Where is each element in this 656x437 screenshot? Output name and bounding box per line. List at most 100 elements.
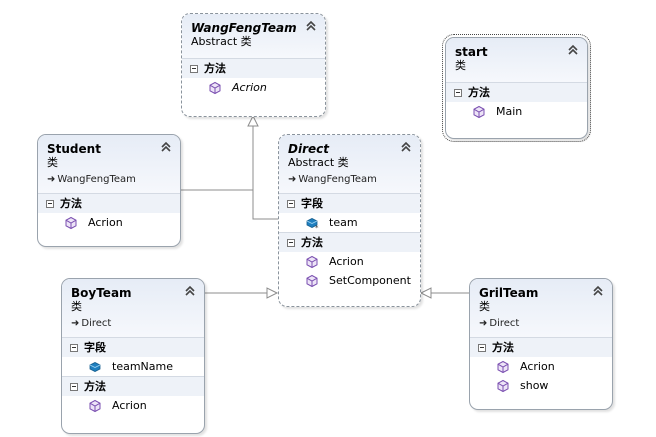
section-title: 方法 xyxy=(84,380,106,393)
base-class-name: Direct xyxy=(489,318,520,329)
class-box-grilteam[interactable]: GrilTeam 类 ➜Direct 方法 Acrion show xyxy=(469,278,613,410)
double-chevron-up-icon[interactable] xyxy=(592,285,604,297)
base-class-name: Direct xyxy=(81,318,112,329)
method-cube-icon xyxy=(89,399,101,412)
class-kind: Abstract 类 xyxy=(191,35,252,48)
double-chevron-up-icon[interactable] xyxy=(567,44,579,56)
class-box-direct[interactable]: Direct Abstract 类 ➜WangFengTeam 字段 * tea… xyxy=(278,134,421,307)
inherits-arrow-icon: ➜ xyxy=(47,174,56,185)
svg-text:*: * xyxy=(315,224,319,230)
class-header: WangFengTeam Abstract 类 xyxy=(182,14,325,58)
field-item[interactable]: * team xyxy=(279,213,420,232)
base-class-name: WangFengTeam xyxy=(57,174,136,185)
class-box-student[interactable]: Student 类 ➜WangFengTeam 方法 Acrion xyxy=(37,134,181,247)
class-name: start xyxy=(455,45,488,59)
double-chevron-up-icon[interactable] xyxy=(305,20,317,32)
collapse-toggle-icon[interactable] xyxy=(70,382,78,391)
class-kind: 类 xyxy=(71,300,82,313)
double-chevron-up-icon[interactable] xyxy=(184,285,196,297)
section-title: 方法 xyxy=(468,86,490,99)
base-class: ➜WangFengTeam xyxy=(47,173,180,187)
method-name: Acrion xyxy=(112,399,147,412)
section-methods[interactable]: 方法 xyxy=(182,58,325,78)
method-cube-icon xyxy=(306,255,318,268)
section-fields[interactable]: 字段 xyxy=(62,337,204,357)
method-cube-icon xyxy=(497,379,509,392)
field-item[interactable]: teamName xyxy=(62,357,204,376)
method-cube-icon xyxy=(473,105,485,118)
section-methods[interactable]: 方法 xyxy=(470,337,612,357)
class-header: Direct Abstract 类 ➜WangFengTeam xyxy=(279,135,420,193)
section-title: 字段 xyxy=(84,341,106,354)
field-name: teamName xyxy=(112,360,173,373)
inheritance-arrowhead xyxy=(247,114,259,127)
method-item[interactable]: show xyxy=(470,376,612,395)
collapse-toggle-icon[interactable] xyxy=(454,88,462,97)
section-fields[interactable]: 字段 xyxy=(279,193,420,213)
section-methods[interactable]: 方法 xyxy=(38,193,180,213)
class-box-wangfengteam[interactable]: WangFengTeam Abstract 类 方法 Acrion xyxy=(181,13,326,117)
method-cube-icon xyxy=(65,216,77,229)
connector-student-to-wangfengteam xyxy=(181,126,254,191)
class-box-start[interactable]: start 类 方法 Main xyxy=(442,34,591,142)
class-name: Student xyxy=(47,142,101,156)
collapse-toggle-icon[interactable] xyxy=(46,199,54,208)
method-name: Main xyxy=(496,105,523,118)
method-name: Acrion xyxy=(232,81,267,94)
section-methods[interactable]: 方法 xyxy=(446,82,587,102)
inherits-arrow-icon: ➜ xyxy=(479,318,488,329)
collapse-toggle-icon[interactable] xyxy=(190,64,198,73)
class-name: GrilTeam xyxy=(479,286,539,300)
method-item[interactable]: SetComponent xyxy=(279,271,420,290)
collapse-toggle-icon[interactable] xyxy=(478,343,486,352)
method-name: SetComponent xyxy=(329,274,411,287)
collapse-toggle-icon[interactable] xyxy=(287,238,295,247)
method-item[interactable]: Acrion xyxy=(182,78,325,97)
section-title: 方法 xyxy=(492,341,514,354)
section-title: 方法 xyxy=(301,236,323,249)
class-name: WangFengTeam xyxy=(191,21,297,35)
section-methods[interactable]: 方法 xyxy=(62,376,204,396)
field-name: team xyxy=(329,216,358,229)
class-kind: 类 xyxy=(47,156,58,169)
section-title: 字段 xyxy=(301,197,323,210)
section-title: 方法 xyxy=(60,197,82,210)
double-chevron-up-icon[interactable] xyxy=(160,141,172,153)
base-class-name: WangFengTeam xyxy=(298,174,377,185)
field-icon: * xyxy=(306,217,319,230)
method-cube-icon xyxy=(306,274,318,287)
method-item[interactable]: Acrion xyxy=(38,213,180,232)
section-methods[interactable]: 方法 xyxy=(279,232,420,252)
method-name: Acrion xyxy=(520,360,555,373)
class-kind: Abstract 类 xyxy=(288,156,349,169)
class-box-boyteam[interactable]: BoyTeam 类 ➜Direct 字段 teamName 方法 Acrion xyxy=(61,278,205,434)
class-name: BoyTeam xyxy=(71,286,132,300)
collapse-toggle-icon[interactable] xyxy=(70,343,78,352)
inheritance-arrowhead xyxy=(266,287,279,299)
class-header: start 类 xyxy=(446,38,587,82)
class-header: Student 类 ➜WangFengTeam xyxy=(38,135,180,193)
class-header: GrilTeam 类 ➜Direct xyxy=(470,279,612,337)
base-class: ➜Direct xyxy=(71,317,204,331)
method-item[interactable]: Acrion xyxy=(62,396,204,415)
class-kind: 类 xyxy=(479,300,490,313)
inherits-arrow-icon: ➜ xyxy=(71,318,80,329)
double-chevron-up-icon[interactable] xyxy=(400,141,412,153)
section-title: 方法 xyxy=(204,62,226,75)
base-class: ➜Direct xyxy=(479,317,612,331)
class-name: Direct xyxy=(288,142,329,156)
method-name: Acrion xyxy=(88,216,123,229)
method-name: Acrion xyxy=(329,255,364,268)
class-kind: 类 xyxy=(455,59,466,72)
method-cube-icon xyxy=(209,81,221,94)
method-name: show xyxy=(520,379,549,392)
method-item[interactable]: Acrion xyxy=(470,357,612,376)
connector-direct-to-wangfengteam xyxy=(252,126,278,220)
method-item[interactable]: Main xyxy=(446,102,587,121)
class-header: BoyTeam 类 ➜Direct xyxy=(62,279,204,337)
collapse-toggle-icon[interactable] xyxy=(287,199,295,208)
field-icon xyxy=(89,361,101,372)
inherits-arrow-icon: ➜ xyxy=(288,174,297,185)
method-item[interactable]: Acrion xyxy=(279,252,420,271)
